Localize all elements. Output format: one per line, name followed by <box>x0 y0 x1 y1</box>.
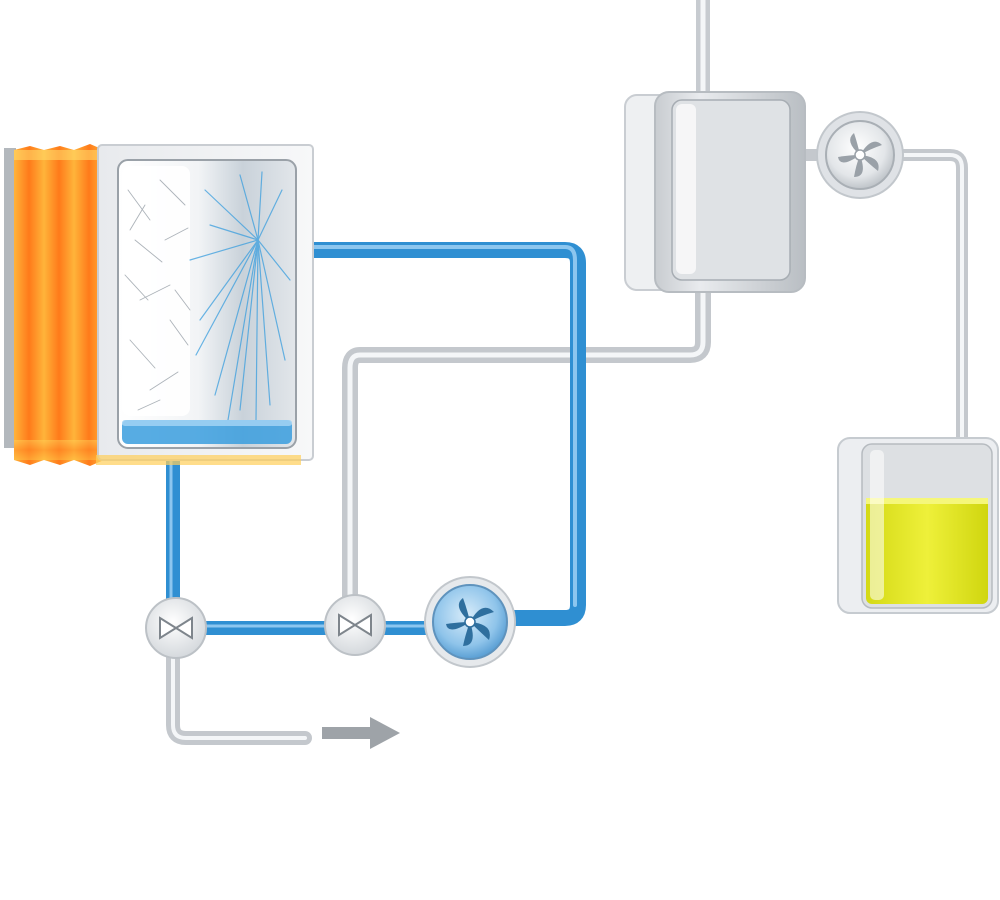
spray-streaks <box>124 171 291 421</box>
bowtie-valve-icon <box>159 616 193 640</box>
pipe-gray-drain <box>166 643 312 745</box>
heat-exchanger <box>4 144 314 466</box>
circulation-pump <box>424 576 516 668</box>
pipe-blue-loop <box>304 242 586 626</box>
arrow-right-icon <box>322 717 400 749</box>
pipe-blue-outlet <box>166 448 437 635</box>
pipe-gray-return <box>342 277 711 608</box>
impeller-pump-icon <box>838 133 882 177</box>
bowtie-valve-icon <box>338 613 372 637</box>
pipe-gray-to-collector <box>794 149 968 451</box>
separator-vessel <box>624 91 806 293</box>
return-valve[interactable] <box>324 594 386 656</box>
liquid-collector-tank <box>837 437 999 614</box>
outlet-valve[interactable] <box>145 597 207 659</box>
heater-fins <box>14 144 104 466</box>
transfer-pump <box>816 111 904 199</box>
impeller-pump-icon <box>446 598 494 646</box>
